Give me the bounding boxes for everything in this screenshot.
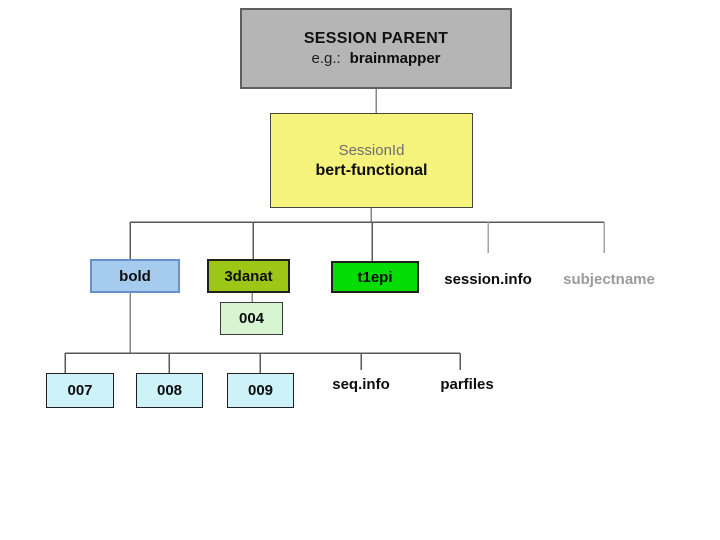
folder-008-box: 008 — [136, 373, 203, 408]
session-parent-box: SESSION PARENT e.g.: brainmapper — [240, 8, 512, 89]
session-id-value: bert-functional — [315, 161, 428, 179]
session-id-box: SessionId bert-functional — [270, 113, 473, 208]
bold-folder-box: bold — [90, 259, 180, 293]
folder-009-box: 009 — [227, 373, 294, 408]
session-id-label: SessionId — [338, 141, 405, 159]
folder-004-box: 004 — [220, 302, 283, 335]
folder-007-label: 007 — [67, 382, 93, 399]
example-prefix: e.g.: — [311, 50, 341, 67]
folder-007-box: 007 — [46, 373, 114, 408]
session-parent-example: e.g.: brainmapper — [311, 50, 440, 67]
subjectname-label: subjectname — [563, 271, 655, 288]
t1epi-folder-box: t1epi — [331, 261, 419, 293]
example-value: brainmapper — [349, 50, 441, 67]
session-info-label: session.info — [444, 271, 532, 288]
folder-009-label: 009 — [247, 382, 274, 399]
session-parent-title: SESSION PARENT — [303, 30, 449, 47]
3danat-folder-label: 3danat — [224, 267, 273, 285]
bold-folder-label: bold — [119, 267, 151, 285]
t1epi-folder-label: t1epi — [357, 268, 393, 286]
parfiles-label: parfiles — [440, 376, 494, 393]
seq-info-label: seq.info — [332, 376, 390, 393]
folder-008-label: 008 — [156, 382, 183, 399]
folder-004-label: 004 — [238, 310, 265, 327]
3danat-folder-box: 3danat — [207, 259, 290, 293]
